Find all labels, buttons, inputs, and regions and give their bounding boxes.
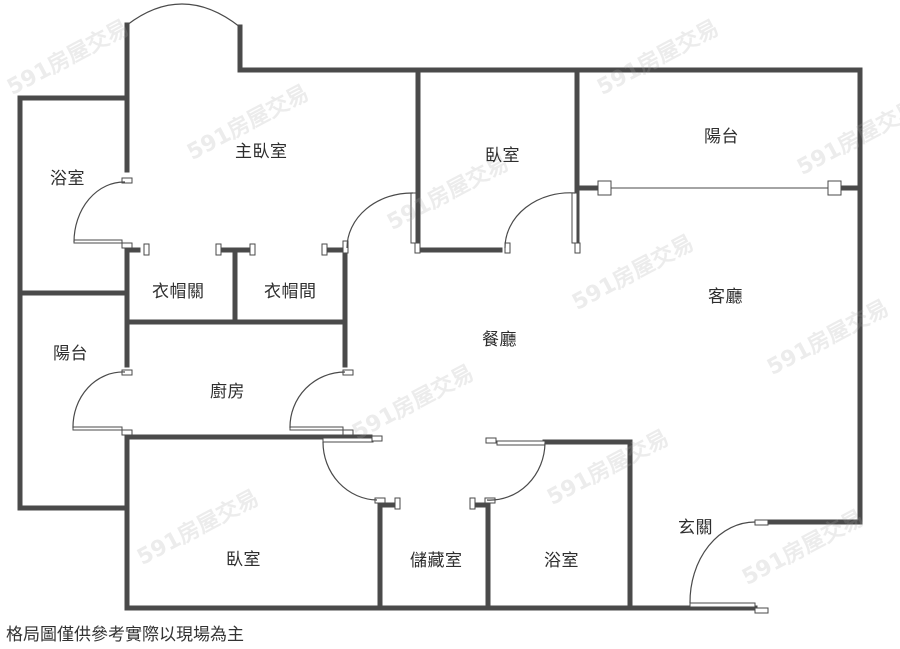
disclaimer-note: 格局圖僅供參考實際以現場為主 xyxy=(6,625,244,645)
room-label-closet-2: 衣帽間 xyxy=(264,282,317,302)
room-label-balcony-west: 陽台 xyxy=(53,344,88,364)
walls xyxy=(17,22,863,611)
room-label-living-room: 客廳 xyxy=(708,287,743,307)
room-label-bathroom-master: 浴室 xyxy=(50,169,85,189)
room-label-storage: 儲藏室 xyxy=(410,551,463,571)
room-label-bedroom-north: 臥室 xyxy=(485,146,520,166)
room-label-entrance: 玄關 xyxy=(678,518,713,538)
room-label-dining-room: 餐廳 xyxy=(482,330,517,350)
room-label-master-bedroom: 主臥室 xyxy=(235,142,288,162)
room-label-balcony-north: 陽台 xyxy=(704,127,739,147)
room-label-closet-1: 衣帽關 xyxy=(152,282,205,302)
room-label-bathroom-south: 浴室 xyxy=(544,551,579,571)
room-label-kitchen: 廚房 xyxy=(210,382,245,402)
door-swings xyxy=(72,3,756,604)
room-label-bedroom-south: 臥室 xyxy=(226,550,261,570)
window-and-door-details xyxy=(72,177,842,614)
